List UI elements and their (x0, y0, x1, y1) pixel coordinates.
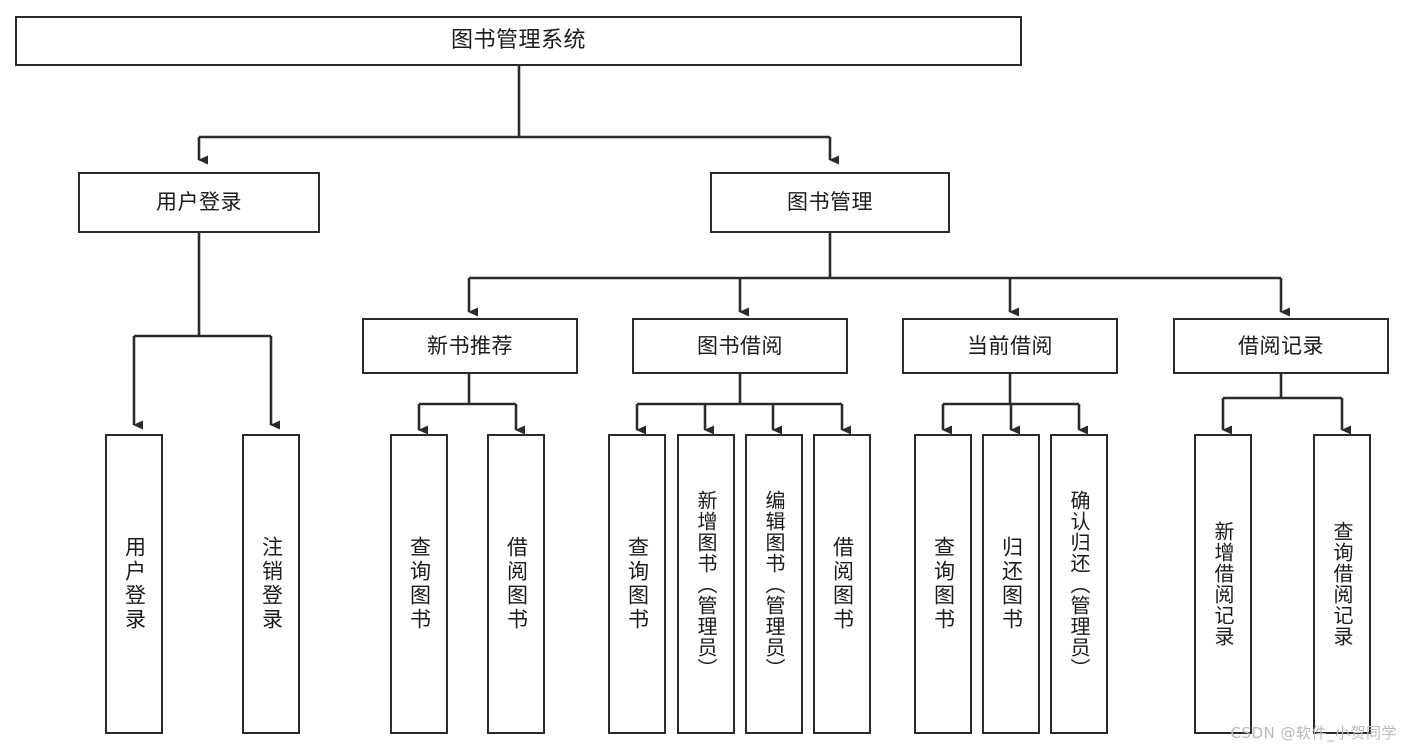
node-book-management[interactable]: 图书管理 (710, 172, 950, 233)
node-label: 图书管理系统 (450, 28, 586, 54)
node-label: 查询图书 (931, 536, 956, 632)
node-user-login[interactable]: 用户登录 (78, 172, 320, 233)
node-current-borrow[interactable]: 当前借阅 (902, 318, 1118, 374)
node-label: 借阅记录 (1238, 333, 1324, 358)
leaf-return-book[interactable]: 归还图书 (982, 434, 1040, 734)
csdn-watermark: CSDN @软件_小贺同学 (1230, 724, 1397, 742)
node-label: 用户登录 (156, 190, 242, 215)
node-label: 确认归还（管理员） (1067, 489, 1091, 679)
node-book-borrow[interactable]: 图书借阅 (632, 318, 848, 374)
node-label: 新书推荐 (427, 333, 513, 358)
leaf-query-book-borrow[interactable]: 查询图书 (608, 434, 666, 734)
node-label: 当前借阅 (967, 333, 1053, 358)
leaf-user-login[interactable]: 用户登录 (105, 434, 163, 734)
leaf-borrow-book[interactable]: 借阅图书 (813, 434, 871, 734)
node-label: 查询图书 (625, 536, 650, 632)
node-label: 归还图书 (999, 536, 1024, 632)
node-label: 用户登录 (122, 536, 147, 632)
node-label: 新增图书（管理员） (694, 489, 718, 679)
leaf-add-book-admin[interactable]: 新增图书（管理员） (677, 434, 735, 734)
node-label: 注销登录 (259, 536, 284, 632)
leaf-add-borrow-record[interactable]: 新增借阅记录 (1194, 434, 1252, 734)
node-label: 借阅图书 (504, 536, 529, 632)
leaf-edit-book-admin[interactable]: 编辑图书（管理员） (745, 434, 803, 734)
node-label: 查询图书 (407, 536, 432, 632)
node-label: 图书借阅 (697, 333, 783, 358)
leaf-query-borrow-record[interactable]: 查询借阅记录 (1313, 434, 1371, 734)
node-label: 编辑图书（管理员） (762, 489, 786, 679)
node-label: 查询借阅记录 (1330, 521, 1354, 647)
leaf-borrow-book-newbook[interactable]: 借阅图书 (487, 434, 545, 734)
leaf-confirm-return-admin[interactable]: 确认归还（管理员） (1050, 434, 1108, 734)
node-label: 新增借阅记录 (1211, 521, 1235, 647)
leaf-query-book-newbook[interactable]: 查询图书 (390, 434, 448, 734)
node-label: 借阅图书 (830, 536, 855, 632)
node-label: 图书管理 (787, 190, 873, 215)
leaf-query-book-current[interactable]: 查询图书 (914, 434, 972, 734)
node-root-system[interactable]: 图书管理系统 (15, 16, 1022, 66)
node-new-book-recommend[interactable]: 新书推荐 (362, 318, 578, 374)
leaf-logout[interactable]: 注销登录 (242, 434, 300, 734)
node-borrow-records[interactable]: 借阅记录 (1173, 318, 1389, 374)
